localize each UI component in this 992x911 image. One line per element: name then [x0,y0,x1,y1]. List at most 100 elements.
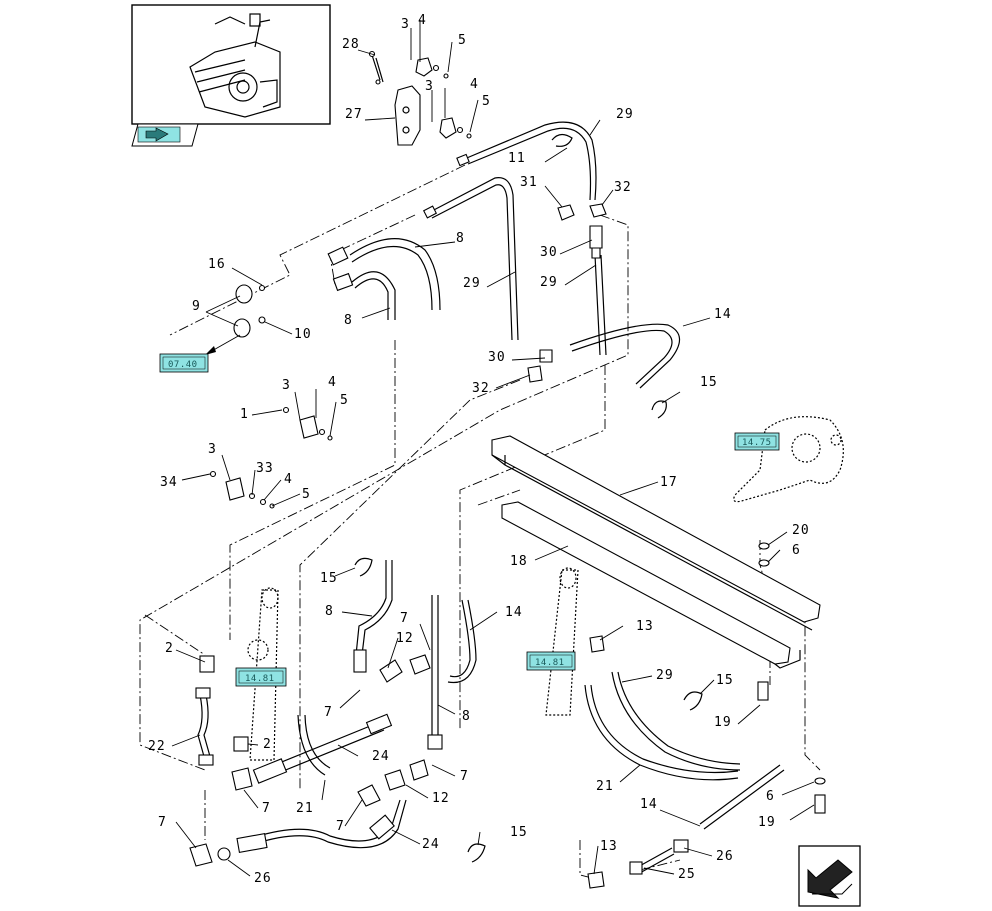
hose-24-upper [252,713,393,784]
clamp-3-left-lower [209,470,275,509]
callout-8: 8 [325,604,334,619]
callout-27: 27 [345,107,363,122]
arrow-to-07-40 [205,334,241,355]
callout-21: 21 [596,779,614,794]
callout-21: 21 [296,801,314,816]
callout-29: 29 [616,107,634,122]
callout-10: 10 [294,327,312,342]
fitting-31 [557,204,575,221]
clamp-3-top [415,57,449,79]
callout-4: 4 [328,375,337,390]
hose-14-mid [447,599,477,684]
callout-14: 14 [714,307,732,322]
callout-3: 3 [208,442,217,457]
hose-8-loop [327,238,441,320]
bolt-19-upper [757,681,769,701]
callout-2: 2 [165,641,174,656]
reference-14-81-right[interactable]: 14.81 [526,651,576,671]
bracket-27 [394,85,421,146]
callout-15: 15 [700,375,718,390]
cap-9-lower [233,316,266,338]
callout-14: 14 [640,797,658,812]
callout-19: 19 [758,815,776,830]
callout-5: 5 [302,487,311,502]
elbow-7-bottom [189,843,231,867]
callout-7: 7 [158,815,167,830]
washer-6-upper [758,559,770,567]
callout-17: 17 [660,475,678,490]
back-button[interactable] [798,845,861,907]
washer-20 [758,542,770,550]
hose-8-lower-left [353,560,393,673]
reference-label: 14.75 [742,438,772,448]
overview-thumbnail[interactable] [131,4,331,125]
reference-14-75[interactable]: 14.75 [734,432,780,451]
callout-32: 32 [614,180,632,195]
callout-24: 24 [422,837,440,852]
tee-12-lower [357,759,429,807]
callout-19: 19 [714,715,732,730]
callout-28: 28 [342,37,360,52]
callout-9: 9 [192,299,201,314]
plate-18 [501,501,801,669]
callout-2: 2 [263,737,272,752]
hose-21-right [584,684,739,781]
fitting-2-upper [199,655,215,673]
callout-25: 25 [678,867,696,882]
callout-3: 3 [282,378,291,393]
callout-13: 13 [600,839,618,854]
hose-14-upper [569,323,681,389]
clamp-3-left-upper [282,406,333,441]
callout-4: 4 [418,13,427,28]
tee-30-low [527,349,553,383]
steering-knuckle [733,416,844,503]
hose-24-lower [236,799,407,853]
callout-31: 31 [520,175,538,190]
callout-30: 30 [540,245,558,260]
next-page-button[interactable] [131,123,199,147]
callout-24: 24 [372,749,390,764]
reference-label: 07.40 [168,360,198,370]
callout-7: 7 [460,769,469,784]
clip-15-lower [467,843,486,863]
cylinder-right [545,567,579,716]
callout-3: 3 [401,17,410,32]
callout-11: 11 [508,151,526,166]
callout-3: 3 [425,79,434,94]
callout-8: 8 [462,709,471,724]
washer-6-lower [814,777,826,785]
callout-15: 15 [510,825,528,840]
callout-32: 32 [472,381,490,396]
callout-34: 34 [160,475,178,490]
callout-6: 6 [792,543,801,558]
callout-7: 7 [400,611,409,626]
callout-20: 20 [792,523,810,538]
bar-17 [491,435,821,631]
callout-29: 29 [656,668,674,683]
arrow-next-icon [145,127,169,142]
callout-15: 15 [716,673,734,688]
callout-26: 26 [254,871,272,886]
clamp-3-mid [439,117,472,139]
callout-7: 7 [262,801,271,816]
hose-8-lower-right [427,595,443,750]
pipe-25 [629,839,689,875]
arrow-back-icon [807,859,853,899]
callout-18: 18 [510,554,528,569]
callout-7: 7 [324,705,333,720]
reference-07-40[interactable]: 07.40 [159,353,209,373]
callout-22: 22 [148,739,166,754]
clip-15-upper [651,400,667,419]
callout-14: 14 [505,605,523,620]
hose-29-lower [611,671,741,771]
pipe-22 [195,687,214,766]
callout-labels: 28 3 4 5 27 3 4 5 29 11 31 32 30 29 29 8… [148,13,810,886]
tee-12-upper [379,654,431,683]
callout-29: 29 [540,275,558,290]
reference-14-81-left[interactable]: 14.81 [235,667,287,687]
callout-12: 12 [432,791,450,806]
callout-8: 8 [344,313,353,328]
callout-5: 5 [482,94,491,109]
callout-33: 33 [256,461,274,476]
